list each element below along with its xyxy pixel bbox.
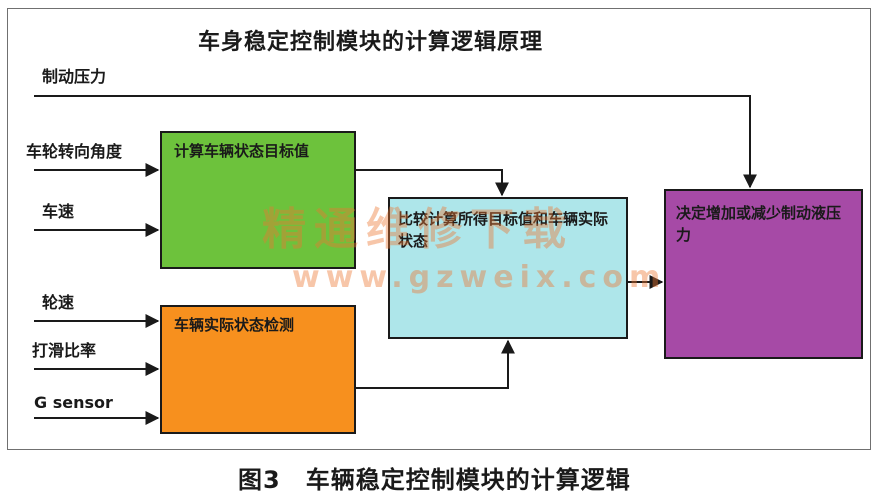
label-vehicle-speed: 车速 <box>42 202 75 221</box>
box-target-state <box>160 131 356 269</box>
box-compare-label: 比较计算所得目标值和车辆实际状态 <box>398 210 609 250</box>
box-actual-label: 车辆实际状态检测 <box>174 316 295 334</box>
box-decide-pressure <box>664 189 863 359</box>
diagram-title: 车身稳定控制模块的计算逻辑原理 <box>198 30 544 55</box>
label-wheel-speed: 轮速 <box>42 293 75 312</box>
label-steering-angle: 车轮转向角度 <box>26 142 123 161</box>
box-decide-label: 决定增加或减少制动液压力 <box>676 204 842 244</box>
arrow-target-to-compare <box>356 169 509 197</box>
box-compare <box>388 197 628 339</box>
box-target-label: 计算车辆状态目标值 <box>174 142 310 160</box>
watermark-text: 精通维修下载 <box>262 204 574 255</box>
arrow-actual-to-compare <box>356 339 515 389</box>
label-g-sensor: G sensor <box>34 393 113 412</box>
figure-caption: 图3 车辆稳定控制模块的计算逻辑 <box>238 466 631 494</box>
arrow-brake-pressure <box>34 95 757 189</box>
label-slip-ratio: 打滑比率 <box>32 341 97 360</box>
watermark-url: www.gzweix.com <box>292 260 667 295</box>
label-brake-pressure: 制动压力 <box>42 67 107 86</box>
box-actual-state <box>160 305 356 434</box>
